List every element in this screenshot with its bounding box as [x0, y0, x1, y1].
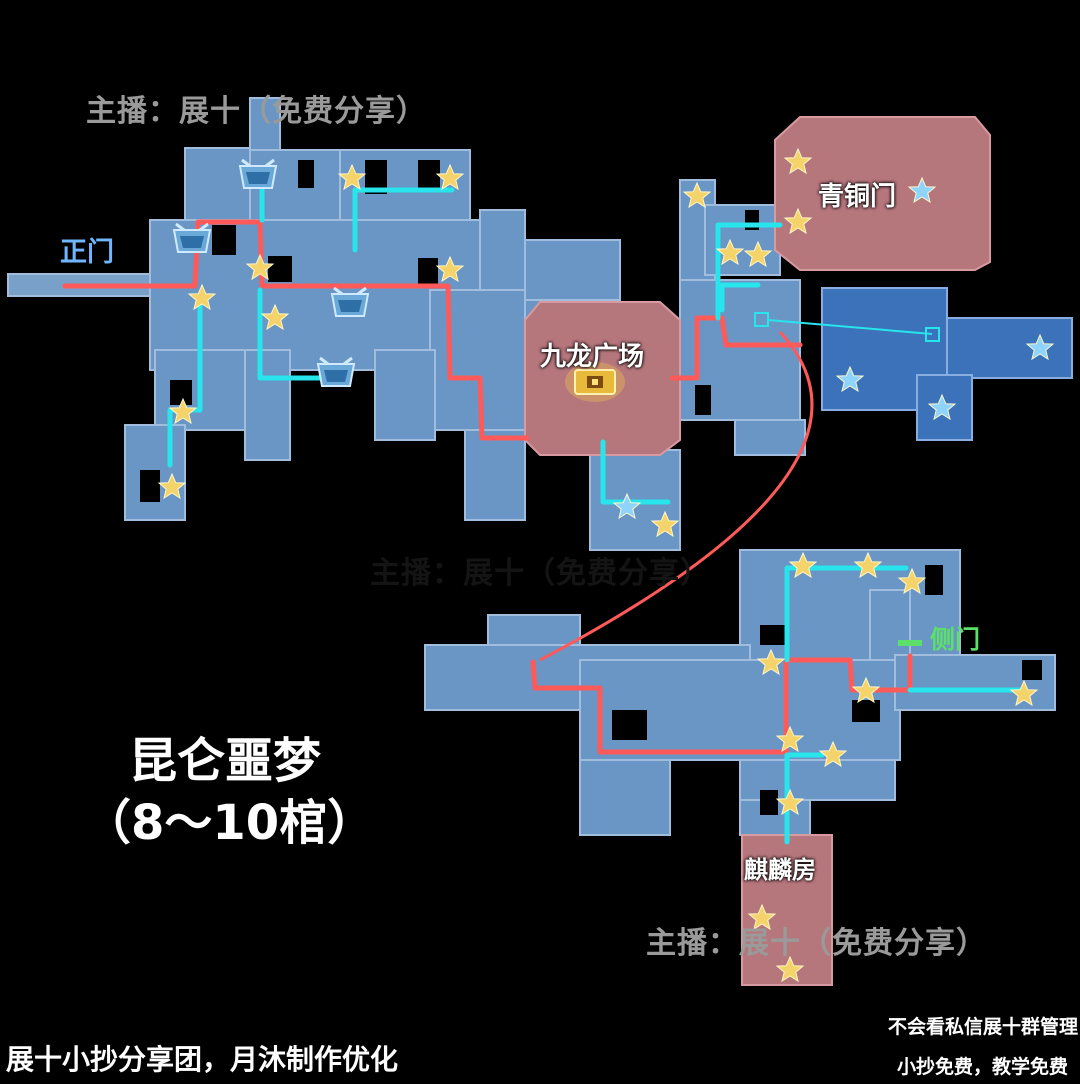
cyan-connector: [754, 312, 940, 342]
qilin-room-label: 麒麟房: [744, 856, 816, 884]
footer-credit: 展十小抄分享团，月沐制作优化: [6, 1043, 399, 1076]
bronze-gate-label: 青铜门: [818, 182, 897, 212]
watermark-bottom: 主播：展十（免费分享）: [646, 926, 987, 961]
map-name: 昆仑噩梦: [128, 733, 321, 789]
watermark-top: 主播：展十（免费分享）: [86, 94, 427, 129]
red-route: [62, 219, 913, 755]
footer-note-2: 小抄免费，教学免费: [896, 1056, 1068, 1078]
main-gate-label: 正门: [60, 237, 114, 268]
red-route-curve: [539, 330, 814, 662]
floor-left-wing: [7, 97, 621, 521]
floor-pits: [140, 160, 1042, 815]
side-gate-label: 侧门: [930, 625, 981, 654]
coffin-count: （8～10棺）: [83, 795, 376, 851]
bronze-gate-room: [774, 116, 991, 271]
footer-note-1: 不会看私信展十群管理: [887, 1016, 1078, 1038]
watermark-middle: 主播：展十（免费分享）: [370, 556, 711, 591]
treasure-chest-icon: [565, 362, 625, 402]
map-title: 昆仑噩梦 （8～10棺）: [83, 730, 375, 854]
nine-dragon-plaza-label: 九龙广场: [540, 342, 645, 372]
